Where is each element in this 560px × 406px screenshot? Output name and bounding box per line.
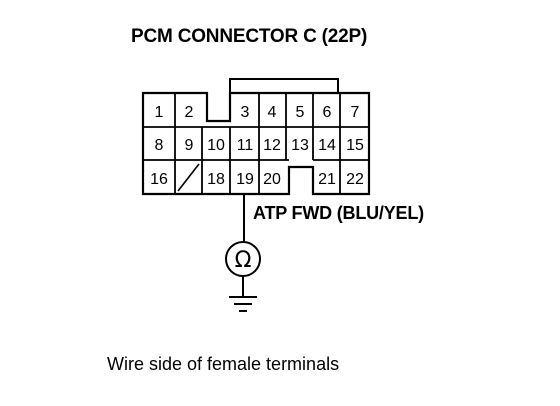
ohm-symbol: Ω <box>235 248 252 273</box>
terminal-18: 18 <box>207 171 225 188</box>
terminal-20: 20 <box>263 171 281 188</box>
terminal-11: 11 <box>237 137 254 154</box>
terminal-8: 8 <box>155 137 164 154</box>
terminal-16: 16 <box>150 171 168 188</box>
page-title: PCM CONNECTOR C (22P) <box>131 26 368 47</box>
connector-outline <box>141 91 371 196</box>
terminal-5: 5 <box>296 104 305 121</box>
terminal-1: 1 <box>155 104 164 121</box>
terminal-19: 19 <box>236 171 254 188</box>
terminal-10: 10 <box>207 137 225 154</box>
terminal-4: 4 <box>268 104 277 121</box>
terminal-14: 14 <box>318 137 336 154</box>
terminal-2: 2 <box>185 104 194 121</box>
terminal-3: 3 <box>241 104 250 121</box>
terminal-numbers: 1 2 3 4 5 6 7 8 9 10 11 12 13 14 15 16 1… <box>150 104 364 188</box>
caption: Wire side of female terminals <box>107 354 340 374</box>
wire-label: ATP FWD (BLU/YEL) <box>253 203 424 223</box>
terminal-15: 15 <box>346 137 364 154</box>
unused-terminal-slash <box>177 163 200 192</box>
terminal-7: 7 <box>351 104 360 121</box>
connector-lock-tab <box>229 78 339 93</box>
ground-icon <box>229 296 257 312</box>
terminal-21: 21 <box>318 171 336 188</box>
terminal-9: 9 <box>185 137 194 154</box>
terminal-22: 22 <box>346 171 364 188</box>
terminal-6: 6 <box>323 104 332 121</box>
terminal-13: 13 <box>291 137 309 154</box>
terminal-12: 12 <box>263 137 281 154</box>
